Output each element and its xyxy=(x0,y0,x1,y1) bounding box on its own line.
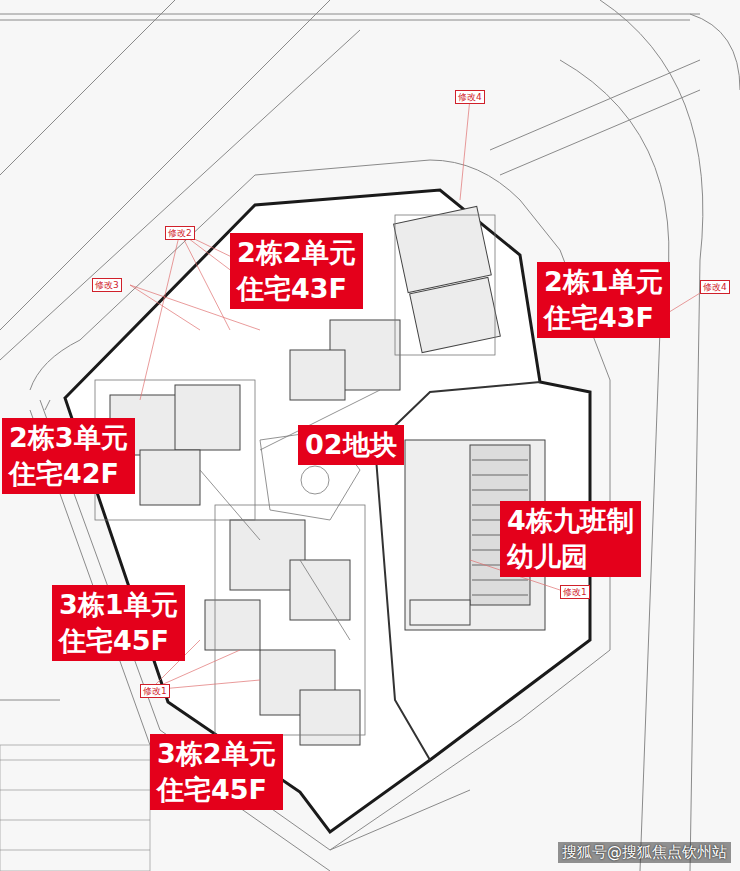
revision-tag: 修改1 xyxy=(140,684,170,698)
label-text: 3栋1单元 住宅45F xyxy=(59,587,178,659)
label-text: 02地块 xyxy=(305,427,397,463)
revision-tag: 修改2 xyxy=(165,226,195,240)
revision-tag: 修改3 xyxy=(92,278,122,292)
building-label: 2栋1单元 住宅43F xyxy=(537,262,670,338)
building-label: 3栋1单元 住宅45F xyxy=(52,585,185,661)
label-text: 2栋2单元 住宅43F xyxy=(237,235,356,307)
watermark: 搜狐号@搜狐焦点钦州站 xyxy=(558,842,731,863)
building-label: 3栋2单元 住宅45F xyxy=(150,734,283,810)
revision-tag: 修改4 xyxy=(700,280,730,294)
label-text: 4栋九班制 幼儿园 xyxy=(507,503,634,575)
label-text: 2栋1单元 住宅43F xyxy=(544,264,663,336)
label-text: 3栋2单元 住宅45F xyxy=(157,736,276,808)
building-label: 2栋3单元 住宅42F xyxy=(2,418,135,494)
building-label: 4栋九班制 幼儿园 xyxy=(500,501,641,577)
label-text: 2栋3单元 住宅42F xyxy=(9,420,128,492)
revision-tag: 修改1 xyxy=(560,585,590,599)
building-label: 2栋2单元 住宅43F xyxy=(230,233,363,309)
revision-tag: 修改4 xyxy=(455,90,485,104)
building-label: 02地块 xyxy=(298,425,404,465)
